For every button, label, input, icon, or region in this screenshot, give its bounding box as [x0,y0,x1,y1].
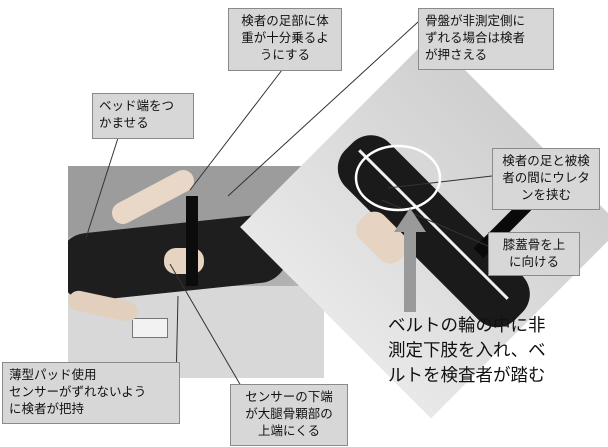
leader-patella [381,199,489,247]
note-line: ベルトの輪の中に非 [388,316,546,336]
callout-line: 薄型パッド使用 [9,367,97,382]
callout-line: かませる [99,115,149,130]
callout-line: が押さえる [425,47,488,62]
callout-pelvis-shift: 骨盤が非測定側に ずれる場合は検者 が押さえる [418,8,554,70]
note-line: 測定下肢を入れ、ベ [388,341,546,361]
callout-urethane-between: 検者の足と被検 者の間にウレタ ンを挟む [492,148,600,210]
leader-bed-edge [85,137,119,239]
callout-line: 重が十分乗るよ [241,30,329,45]
callout-line: が大腿骨顆部の [245,406,333,421]
callout-line: に検者が把持 [9,401,85,416]
highlight-circle [354,144,442,212]
callout-line: ベッド端をつ [99,98,175,113]
callout-line: に向ける [508,254,559,269]
callout-examiner-foot-weight: 検者の足部に体 重が十分乗るよ うにする [228,8,342,71]
callout-line: ンを挟む [520,187,571,202]
leader-examiner-foot [189,69,283,191]
callout-bed-edge: ベッド端をつ かませる [92,93,194,139]
leader-pelvis [227,21,419,197]
belt-arrow [394,208,426,312]
callout-patella-up: 膝蓋骨を上 に向ける [488,232,580,276]
callout-line: 膝蓋骨を上 [502,237,566,252]
callout-line: 骨盤が非測定側に [425,13,526,28]
callout-line: センサーの下端 [245,389,333,404]
callout-sensor-lower-end: センサーの下端 が大腿骨顆部の 上端にくる [230,384,348,446]
callout-line: 上端にくる [257,423,320,438]
callout-thin-pad: 薄型パッド使用 センサーがずれないよう に検者が把持 [2,362,180,424]
callout-line: うにする [259,47,311,62]
belt-instruction-note: ベルトの輪の中に非 測定下肢を入れ、ベ ルトを検査者が踏む [388,314,546,389]
leader-sensor [169,263,249,399]
callout-line: 者の間にウレタ [502,170,590,185]
callout-line: センサーがずれないよう [9,384,147,399]
sensor-device [132,318,168,338]
callout-line: 検者の足と被検 [502,153,590,168]
callout-line: 検者の足部に体 [241,13,329,28]
note-line: ルトを検査者が踏む [388,366,546,386]
belt-strap [186,196,198,286]
callout-line: ずれる場合は検者 [425,30,526,45]
